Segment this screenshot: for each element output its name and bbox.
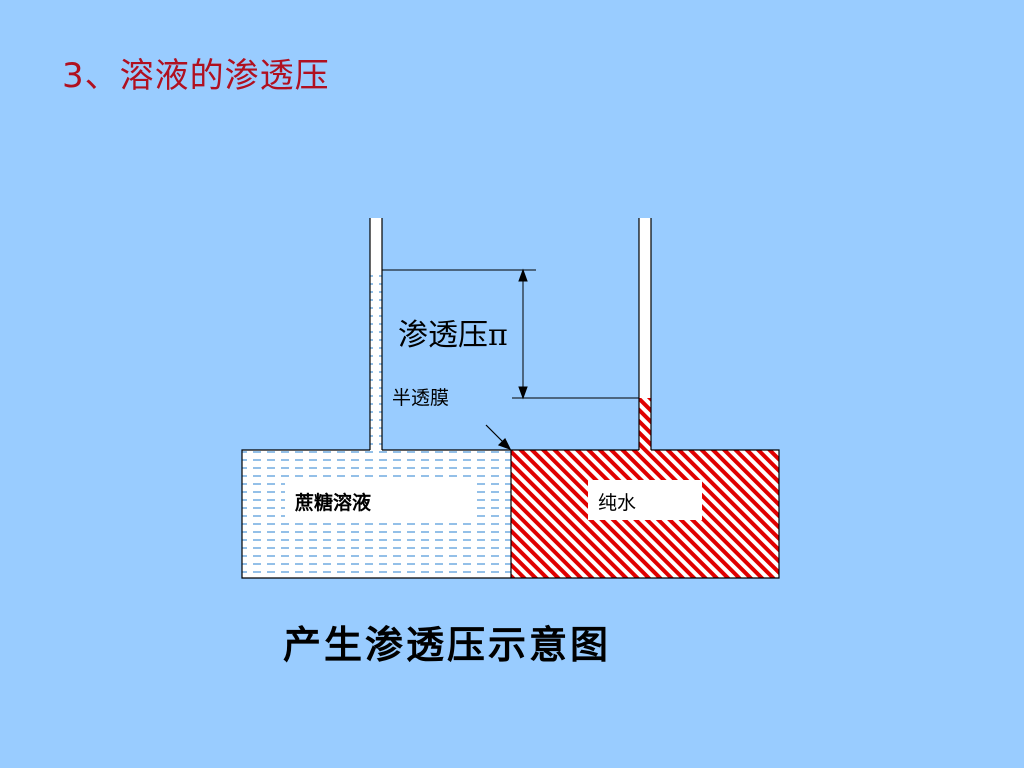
figure-caption: 产生渗透压示意图 — [283, 622, 612, 667]
left-tube-empty — [370, 218, 382, 270]
left-tube-liquid — [370, 270, 382, 451]
right-tube-liquid — [639, 398, 651, 451]
semipermeable-membrane-label: 半透膜 — [392, 387, 450, 409]
right-tube-empty — [639, 218, 651, 398]
pressure-height-arrow — [518, 268, 528, 400]
sucrose-solution-label: 蔗糖溶液 — [285, 480, 471, 520]
membrane-pointer-arrow — [485, 424, 512, 451]
slide-title: 3、溶液的渗透压 — [62, 56, 330, 96]
pure-water-label: 纯水 — [588, 480, 702, 520]
osmotic-pressure-label: 渗透压π — [398, 318, 508, 353]
